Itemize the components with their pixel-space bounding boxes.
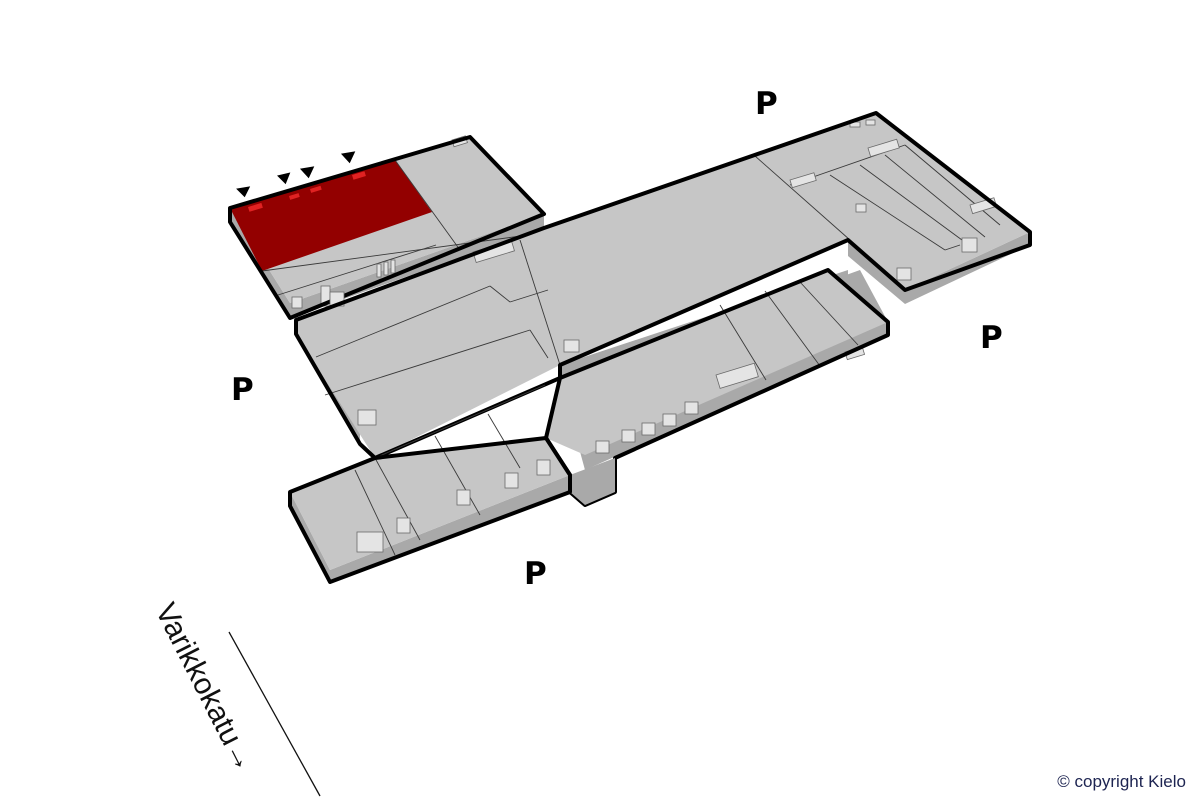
parking-label-east: P [980,320,1003,356]
parking-label-south: P [524,556,547,592]
entrance-markers [231,148,359,201]
building-west-wing [228,135,546,320]
entrance-arrow-1 [231,183,254,201]
parking-label-north: P [755,86,778,122]
building-south-tail [288,384,615,584]
highlighted-unit[interactable] [230,160,432,271]
copyright-notice: © copyright Kielo [1057,772,1186,791]
parking-label-west: P [231,372,254,408]
entrance-arrow-4 [337,148,359,167]
entrance-arrow-3 [296,163,318,182]
street-line [228,631,321,797]
entrance-arrow-2 [273,169,294,188]
